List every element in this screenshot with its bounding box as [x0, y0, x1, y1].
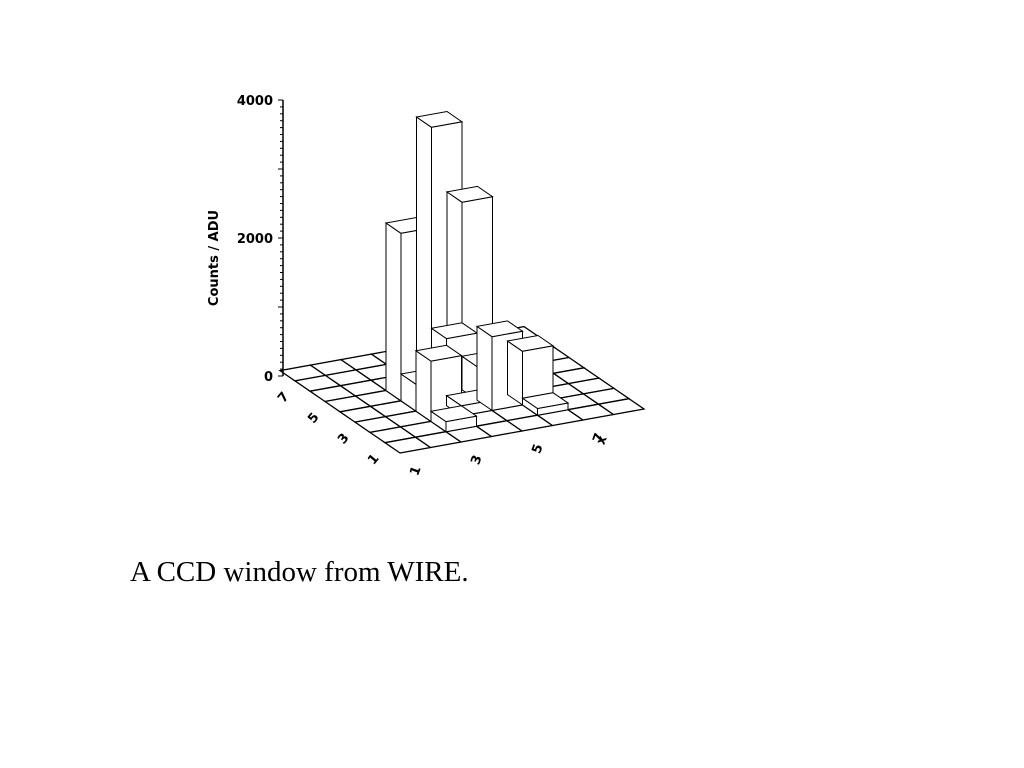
z-tick-label: 0: [264, 370, 273, 385]
bar-top-face: [521, 392, 570, 410]
bar-left-face: [415, 349, 432, 423]
bar-left-face: [476, 325, 493, 412]
y-tick-label: 5: [305, 410, 322, 427]
figure-caption: A CCD window from WIRE.: [130, 556, 469, 588]
y-tick-label: 3: [335, 431, 352, 448]
y-tick-label: 7: [275, 390, 292, 407]
bar-top-face: [414, 344, 463, 362]
bar-top-face: [506, 334, 555, 352]
bar-top-face: [429, 405, 478, 423]
bar: [506, 334, 555, 406]
bar-top-face: [445, 185, 494, 203]
bar-left-face: [385, 222, 402, 402]
z-axis-title: Counts / ADU: [207, 210, 222, 306]
x-tick-label: 1: [407, 464, 424, 478]
z-axis-ticks: 0 2000 4000: [237, 94, 283, 385]
bars: [384, 110, 570, 433]
z-tick-label: 2000: [237, 232, 273, 247]
y-tick-label: 1: [365, 451, 382, 468]
z-tick-label: 4000: [237, 94, 273, 109]
bar: [429, 405, 478, 433]
bar: [521, 392, 570, 417]
x-tick-label: 5: [529, 442, 546, 456]
floor-cell: [596, 398, 646, 416]
bar-top-face: [430, 322, 479, 340]
bar-left-face: [507, 340, 523, 406]
bar-top-face: [475, 320, 524, 338]
bar-top-face: [415, 110, 464, 128]
x-tick-label: 3: [468, 453, 485, 467]
